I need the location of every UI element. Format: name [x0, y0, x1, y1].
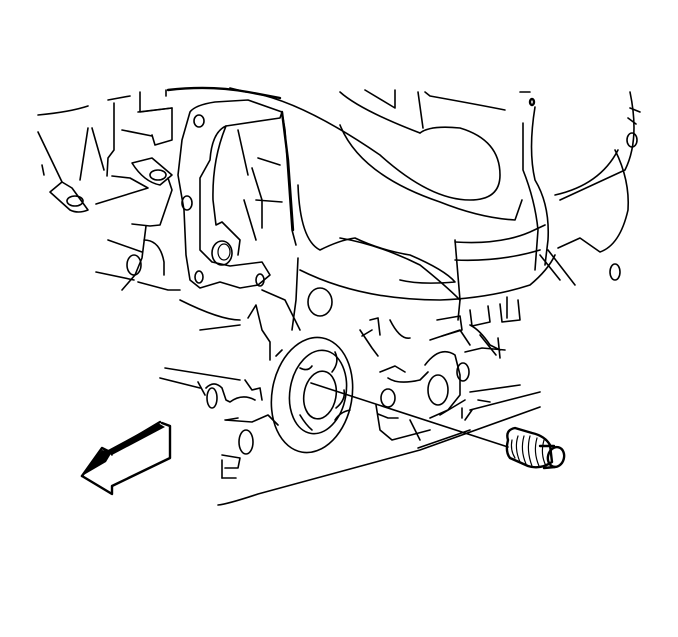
threaded-plug	[505, 426, 566, 470]
exhaust-manifold	[166, 86, 641, 337]
leader-line	[310, 382, 509, 448]
oil-pan-rail	[217, 406, 541, 506]
engine-block	[37, 89, 181, 291]
engine-block-lower	[159, 257, 541, 479]
timing-cover-gasket	[177, 99, 283, 289]
oil-pump-cover	[270, 329, 373, 454]
front-direction-arrow	[80, 420, 172, 496]
